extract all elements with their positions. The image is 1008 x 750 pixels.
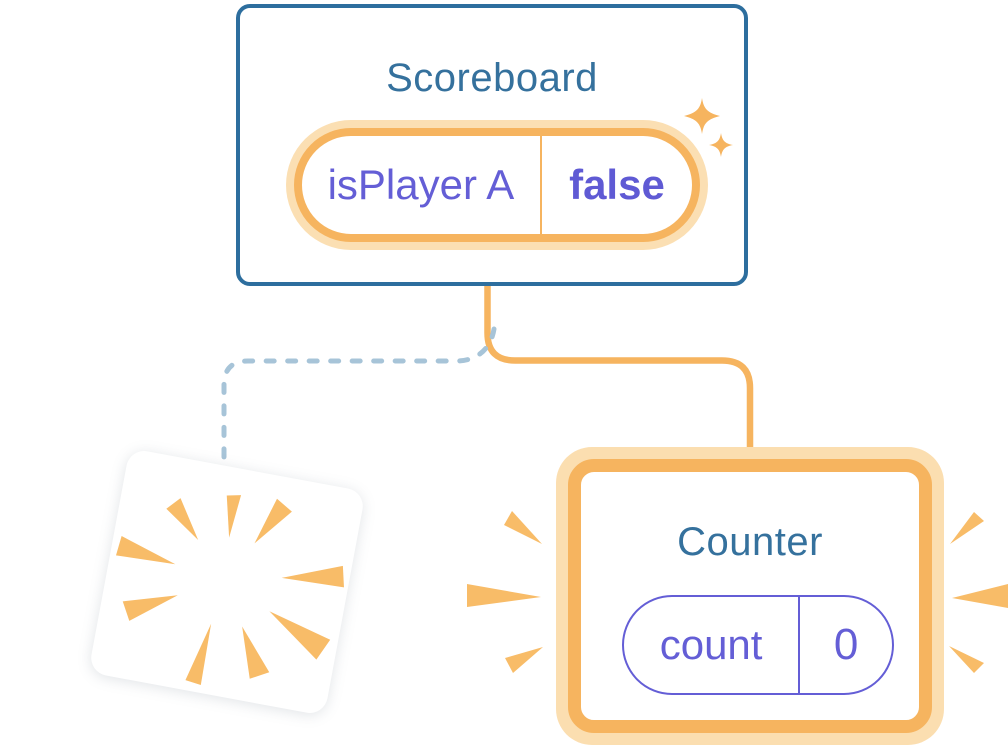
scoreboard-state-value: false	[539, 136, 692, 234]
counter-state-pill: count 0	[622, 595, 894, 695]
counter-card-halo: Counter count 0	[556, 447, 944, 745]
counter-title: Counter	[677, 520, 823, 564]
counter-state-value: 0	[798, 597, 892, 693]
emphasis-ray-right-top	[950, 512, 984, 544]
poof-ray	[185, 623, 212, 685]
counter-state-name: count	[659, 621, 763, 668]
scoreboard-card: Scoreboard isPlayer A false	[236, 4, 748, 286]
emphasis-ray-right-mid	[952, 584, 1008, 608]
poof-burst-icon	[116, 495, 344, 685]
poof-ray	[122, 595, 178, 621]
poof-ray	[281, 565, 344, 588]
active-branch-connector	[484, 286, 754, 452]
emphasis-ray-right-bottom	[949, 646, 984, 673]
poof-ray	[226, 495, 242, 538]
counter-card: Counter count 0	[568, 459, 932, 733]
poof-ray	[254, 498, 292, 544]
poof-ray	[269, 611, 331, 660]
emphasis-ray-left-mid	[467, 584, 541, 607]
scoreboard-title: Scoreboard	[386, 56, 598, 100]
scoreboard-state-pill: isPlayer A false	[294, 128, 700, 242]
poof-ray	[166, 498, 199, 541]
removed-branch-dashed-connector	[221, 326, 497, 465]
emphasis-ray-left-bottom	[505, 647, 543, 673]
poof-ray	[116, 536, 176, 565]
emphasis-ray-left-top	[504, 511, 542, 544]
removed-component-card	[88, 448, 366, 716]
poof-ray	[242, 626, 270, 679]
scoreboard-state-name: isPlayer A	[327, 161, 515, 208]
